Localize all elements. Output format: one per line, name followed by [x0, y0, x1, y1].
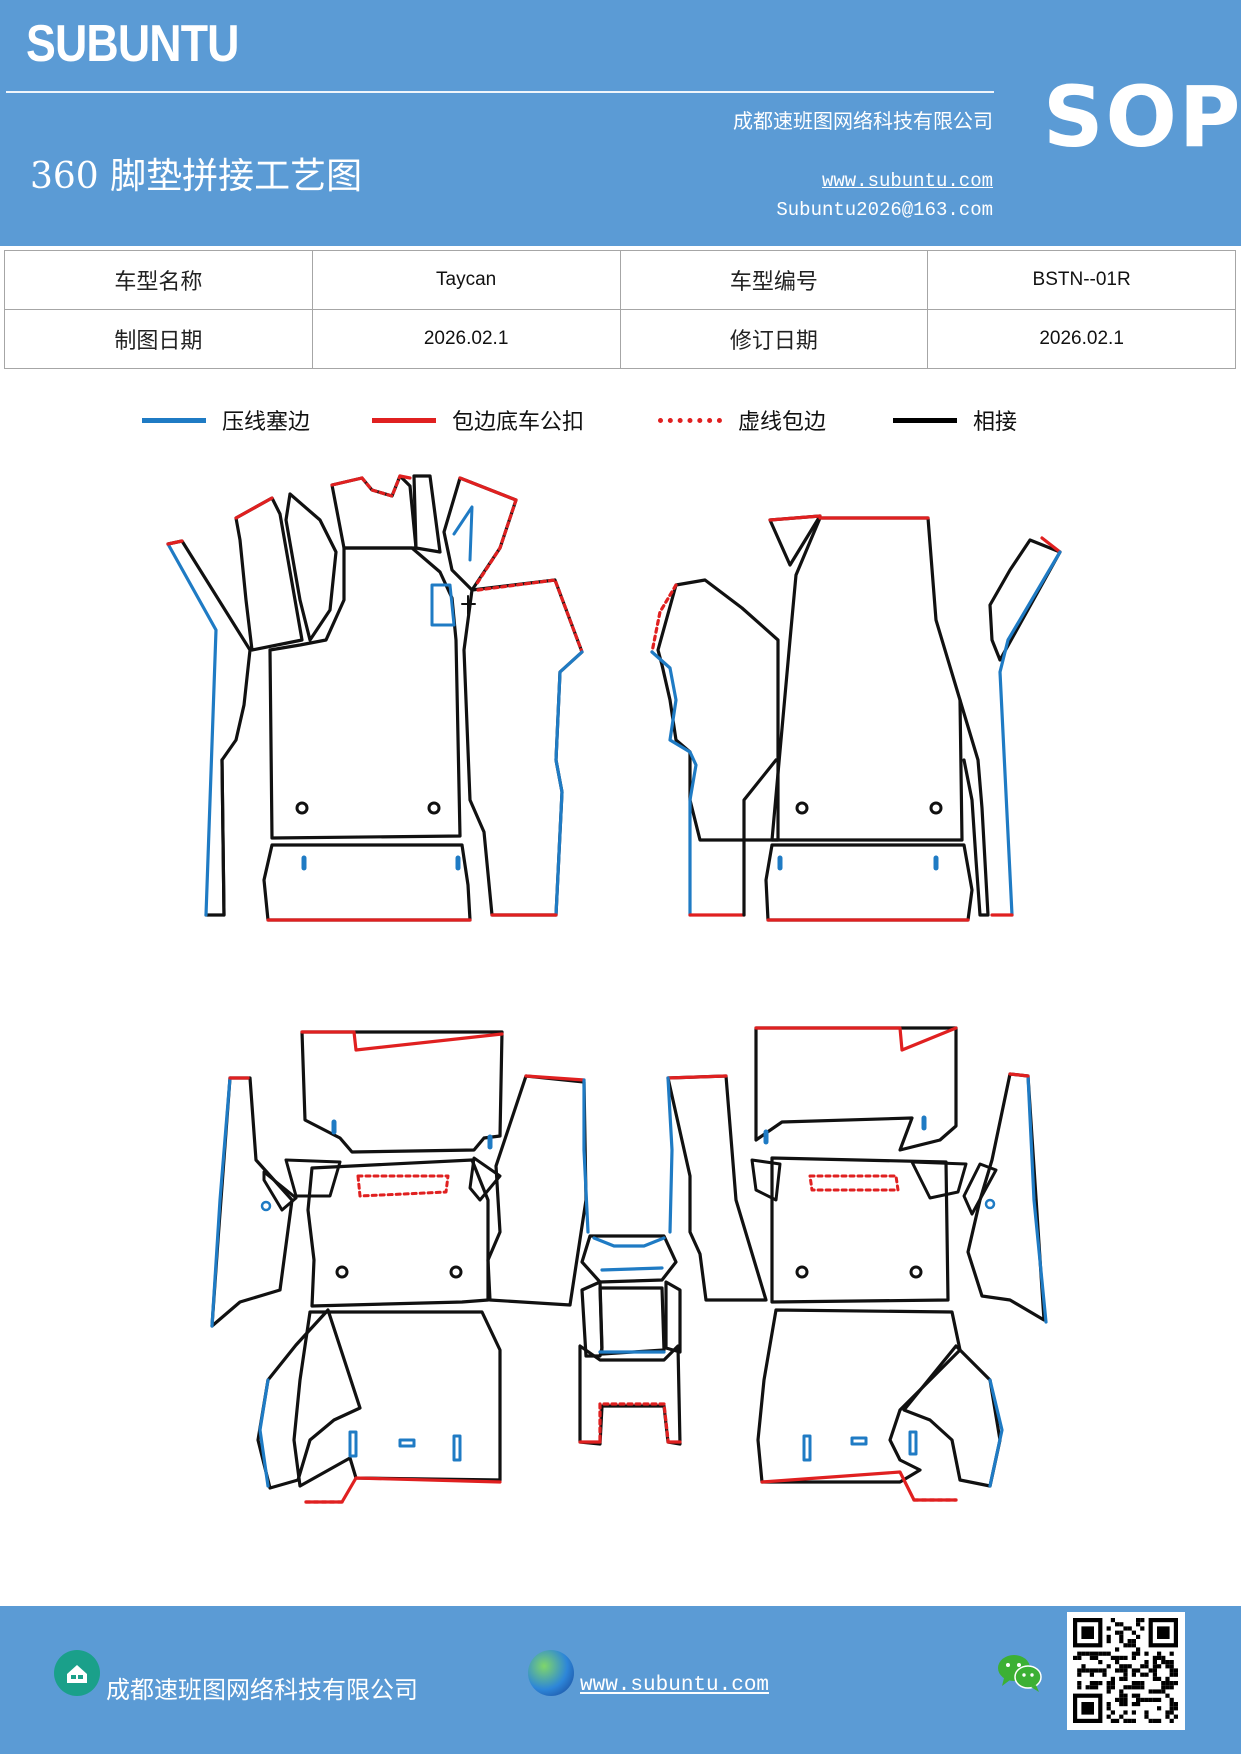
rear-left-mat-group: [210, 1030, 590, 1504]
legend-label: 相接: [973, 410, 1018, 435]
model-code-label: 车型编号: [619, 250, 929, 310]
draw-date-label: 制图日期: [4, 309, 313, 369]
vehicle-info-table: 车型名称 Taycan 车型编号 BSTN--01R 制图日期 2026.02.…: [4, 250, 1236, 369]
qr-code-graphic: [1073, 1618, 1178, 1723]
legend-label: 压线塞边: [222, 410, 311, 435]
table-row: 车型名称 Taycan 车型编号 BSTN--01R: [4, 250, 1236, 310]
page-title: 360 脚垫拼接工艺图: [30, 156, 363, 197]
home-icon-graphic: [67, 1665, 87, 1683]
qr-code: [1067, 1612, 1185, 1730]
globe-icon: [528, 1650, 574, 1696]
revise-date-label: 修订日期: [619, 309, 929, 369]
legend-item-wrap-edge: 包边底车公扣: [372, 400, 584, 440]
header-banner: [0, 0, 1241, 246]
legend-item-joint: 相接: [893, 400, 1017, 440]
legend-item-press-line: 压线塞边: [142, 400, 310, 440]
header-website-link[interactable]: www.subuntu.com: [821, 170, 993, 192]
rear-right-mat-group: [666, 1026, 1048, 1502]
header-company: 成都速班图网络科技有限公司: [733, 109, 993, 133]
legend-swatch-red-dotted: [658, 417, 722, 423]
header-email: Subuntu2026@163.com: [776, 199, 993, 221]
legend-swatch-blue: [142, 417, 206, 423]
front-right-mat-group: [650, 514, 1062, 922]
legend-swatch-black: [893, 417, 957, 423]
wechat-icon-graphic: [998, 1655, 1042, 1692]
legend-item-dashed-wrap: 虚线包边: [658, 400, 826, 440]
model-name-label: 车型名称: [4, 250, 313, 310]
wechat-icon[interactable]: [996, 1652, 1044, 1698]
table-row: 制图日期 2026.02.1 修订日期 2026.02.1: [4, 309, 1236, 369]
model-code-value: BSTN--01R: [927, 250, 1236, 310]
front-left-mat-group: [166, 474, 584, 922]
legend-label: 虚线包边: [738, 410, 827, 435]
header-divider: [6, 91, 994, 93]
brand-logo: SUBUNTU: [26, 15, 239, 73]
floor-mat-diagram: [166, 474, 1062, 1504]
model-name-value: Taycan: [311, 250, 621, 310]
center-tunnel-mat-group: [578, 1234, 682, 1446]
draw-date-value: 2026.02.1: [311, 309, 621, 369]
sop-label: SOP: [1043, 68, 1241, 166]
footer-website-link[interactable]: www.subuntu.com: [580, 1674, 770, 1697]
home-icon: [54, 1650, 100, 1696]
revise-date-value: 2026.02.1: [927, 309, 1236, 369]
legend-swatch-red: [372, 417, 436, 423]
footer-company: 成都速班图网络科技有限公司: [106, 1676, 418, 1704]
legend-label: 包边底车公扣: [452, 410, 585, 435]
